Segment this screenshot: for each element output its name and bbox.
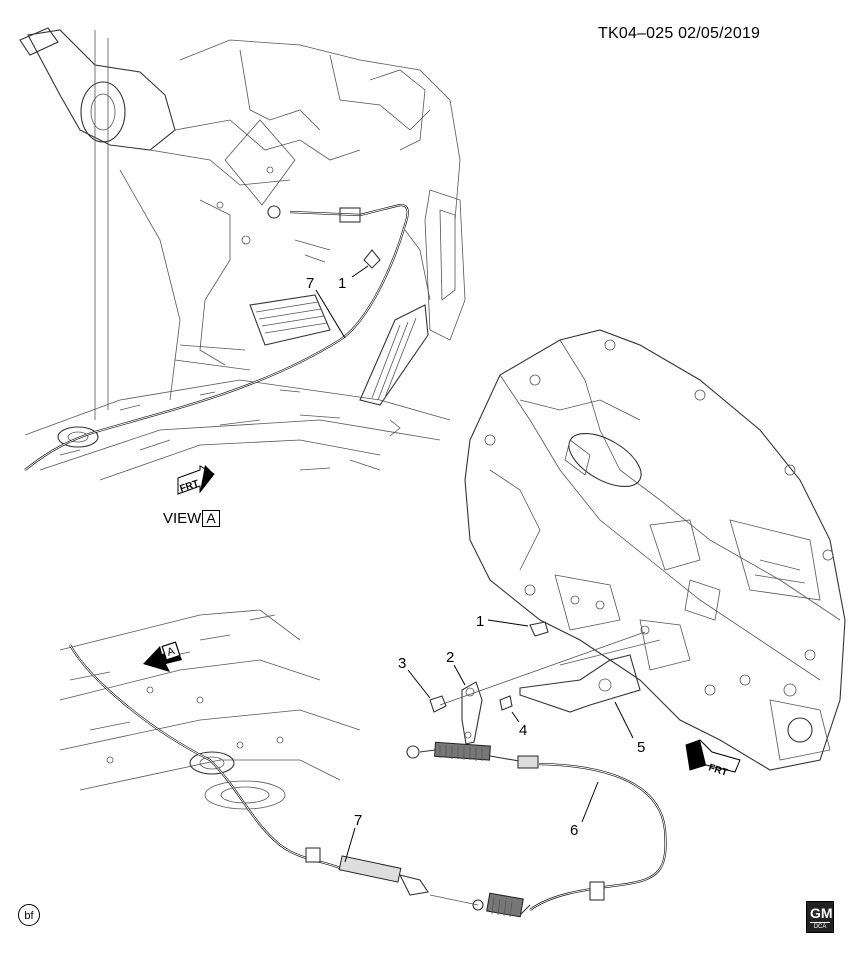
frt-arrow-top — [177, 465, 215, 495]
gm-logo: GM DCA — [806, 901, 834, 933]
callout-7-top: 7 — [306, 275, 314, 292]
shift-cable-6 — [406, 741, 667, 918]
steering-column — [19, 27, 361, 186]
shift-cable-top — [24, 203, 409, 471]
dash-structure — [94, 30, 466, 420]
view-a-pointer-letter: A — [166, 645, 177, 659]
cab-interior-view — [19, 27, 466, 481]
callout-3: 3 — [398, 655, 406, 672]
cab-floor — [24, 344, 451, 481]
view-label-letter: A — [202, 510, 220, 527]
view-label-prefix: VIEW — [163, 510, 202, 527]
artist-mark: bf — [18, 904, 40, 926]
floor-grommet-bottom — [189, 751, 235, 775]
cable-clip-1 — [487, 619, 549, 637]
shift-lever-2 — [453, 664, 483, 745]
frt-arrow-right — [685, 739, 741, 773]
callout-4: 4 — [519, 722, 527, 739]
nut-3 — [407, 669, 447, 713]
gm-logo-sub: DCA — [813, 924, 827, 930]
callout-1-top: 1 — [338, 275, 346, 292]
bolt-4 — [499, 695, 520, 723]
document-id: TK04–025 02/05/2019 — [598, 25, 761, 42]
callout-6: 6 — [570, 822, 578, 839]
shift-cable-7-bottom — [69, 644, 479, 906]
floor-grommet-top — [57, 426, 99, 448]
callout-1-bottom: 1 — [476, 613, 484, 630]
callout-5: 5 — [637, 739, 645, 756]
underbody-floor — [59, 609, 361, 810]
callout-7-bottom: 7 — [354, 812, 362, 829]
callout-2: 2 — [446, 649, 454, 666]
accelerator-pedal — [359, 229, 431, 406]
transmission-housing — [464, 329, 846, 771]
cable-bracket-5 — [519, 654, 641, 739]
brake-pedal — [249, 294, 331, 346]
gm-logo-text: GM — [810, 905, 833, 923]
